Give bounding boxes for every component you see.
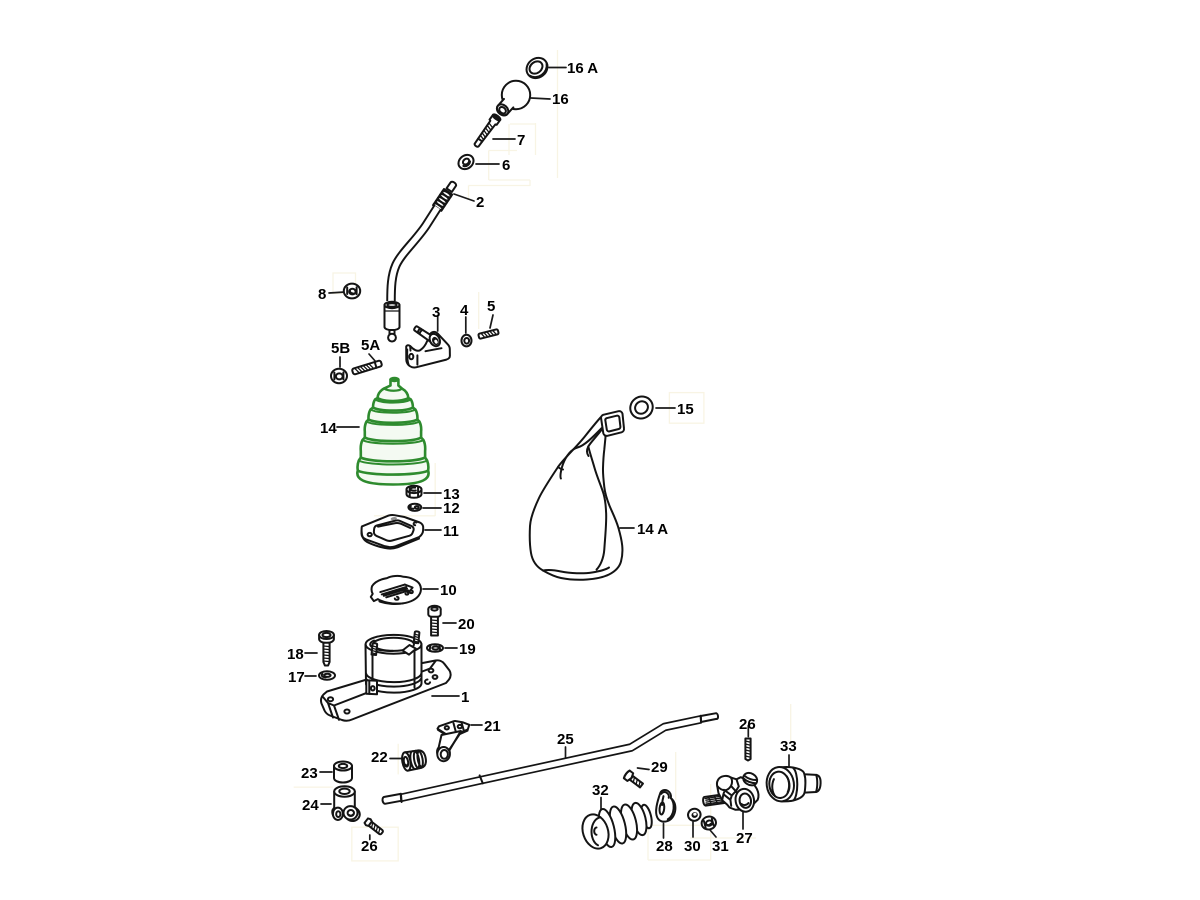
svg-text:8: 8 — [318, 286, 326, 303]
svg-text:5A: 5A — [361, 337, 380, 354]
svg-text:33: 33 — [780, 738, 797, 755]
svg-text:6: 6 — [502, 157, 510, 174]
svg-text:5B: 5B — [331, 340, 350, 357]
svg-text:19: 19 — [459, 641, 476, 658]
svg-text:28: 28 — [656, 838, 673, 855]
svg-text:16 A: 16 A — [567, 60, 598, 77]
svg-text:13: 13 — [443, 486, 460, 503]
svg-text:10: 10 — [440, 582, 457, 599]
svg-text:1: 1 — [461, 689, 469, 706]
svg-text:7: 7 — [517, 132, 525, 149]
svg-text:5: 5 — [487, 298, 495, 315]
svg-text:24: 24 — [302, 797, 319, 814]
svg-text:26: 26 — [361, 838, 378, 855]
svg-text:17: 17 — [288, 669, 305, 686]
svg-text:3: 3 — [432, 304, 440, 321]
svg-text:14 A: 14 A — [637, 521, 668, 538]
svg-text:15: 15 — [677, 401, 694, 418]
svg-text:29: 29 — [651, 759, 668, 776]
svg-text:27: 27 — [736, 830, 753, 847]
svg-text:18: 18 — [287, 646, 304, 663]
svg-text:32: 32 — [592, 782, 609, 799]
svg-text:14: 14 — [320, 420, 337, 437]
svg-text:21: 21 — [484, 718, 501, 735]
svg-text:22: 22 — [371, 749, 388, 766]
svg-text:20: 20 — [458, 616, 475, 633]
svg-text:12: 12 — [443, 500, 460, 517]
svg-text:16: 16 — [552, 91, 569, 108]
svg-text:11: 11 — [443, 523, 459, 540]
svg-text:31: 31 — [712, 838, 729, 855]
svg-text:30: 30 — [684, 838, 701, 855]
svg-text:25: 25 — [557, 731, 574, 748]
svg-text:4: 4 — [460, 302, 469, 319]
svg-text:26: 26 — [739, 716, 756, 733]
svg-text:23: 23 — [301, 765, 318, 782]
svg-text:2: 2 — [476, 194, 484, 211]
